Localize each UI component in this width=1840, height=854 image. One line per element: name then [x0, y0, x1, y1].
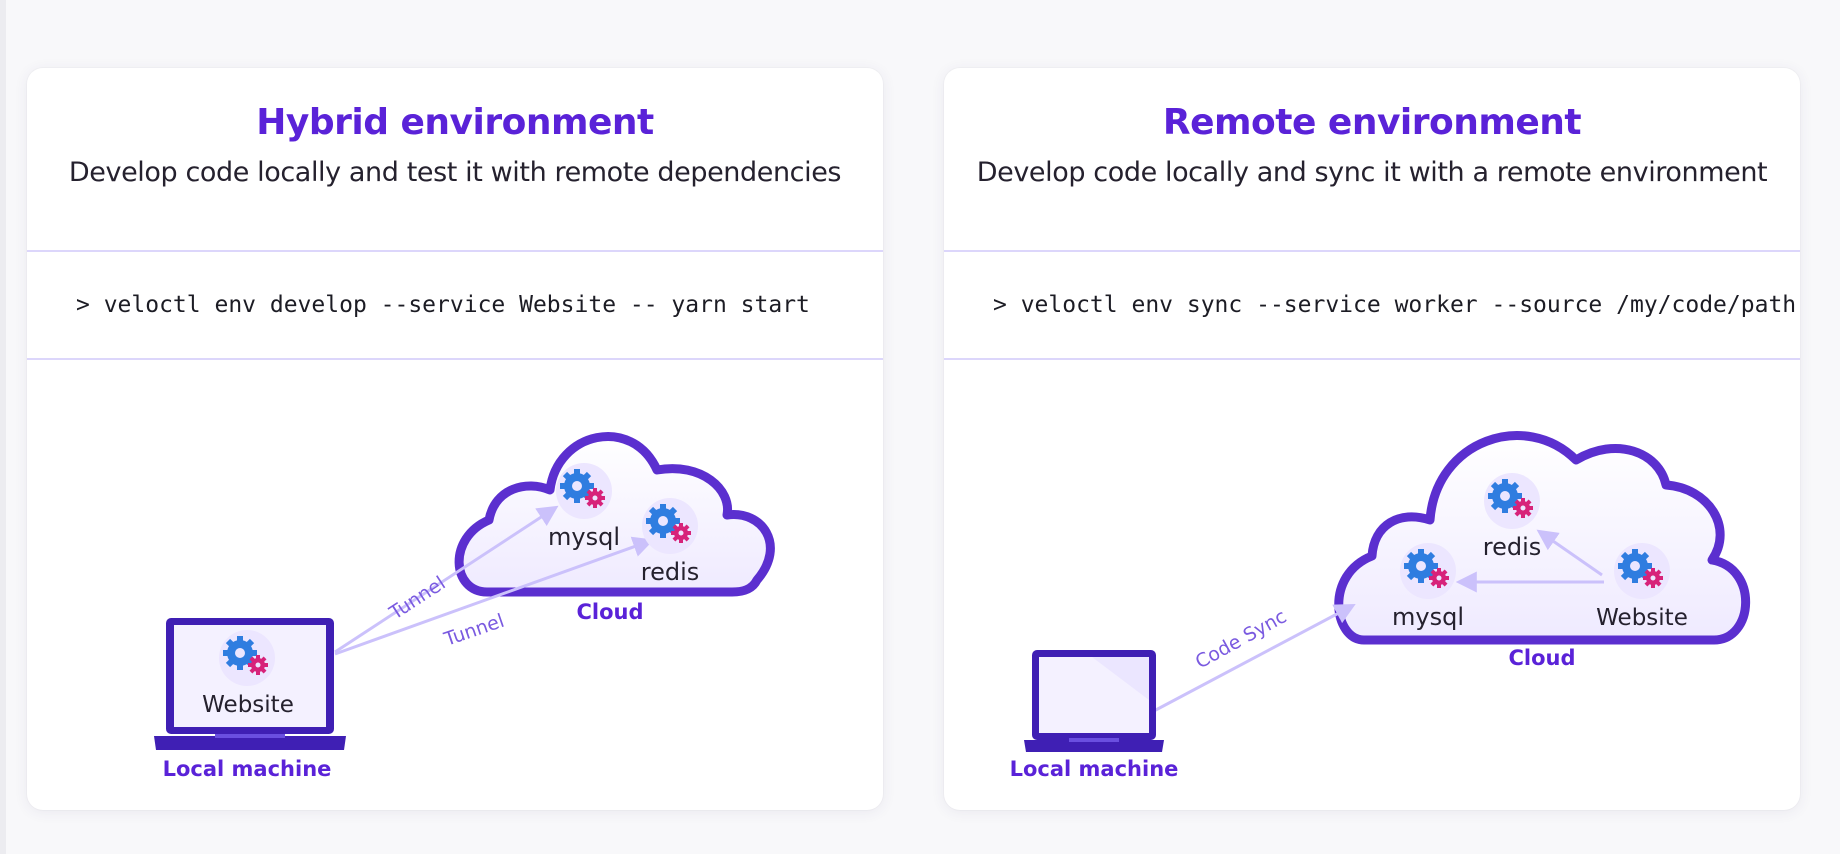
service-arrow: [1536, 529, 1603, 577]
tunnel-arrow: [334, 505, 559, 654]
hybrid-diagram-svg: mysql redis Cloud Tunnel Tunnel Website …: [154, 432, 775, 781]
divider: [27, 358, 883, 360]
code-sync-arrow: [1151, 604, 1356, 714]
card-subtitle: Develop code locally and sync it with a …: [976, 157, 1768, 188]
cloud-label: Cloud: [576, 600, 643, 624]
service-label-redis: redis: [1483, 533, 1542, 561]
remote-environment-card: Remote environment Develop code locally …: [944, 68, 1800, 810]
divider: [944, 358, 1800, 360]
card-title: Hybrid environment: [256, 102, 654, 143]
cloud-shape: [454, 432, 775, 597]
website-gear-icon: [1614, 543, 1670, 599]
left-edge-strip: [0, 0, 6, 854]
service-label-website: Website: [202, 692, 294, 718]
remote-diagram: Code Sync redis mysql Website Cloud Loca…: [944, 360, 1800, 810]
cloud-label: Cloud: [1508, 646, 1575, 670]
tunnel-arrow: [334, 536, 654, 656]
hybrid-environment-card: Hybrid environment Develop code locally …: [27, 68, 883, 810]
command-line: > veloctl env develop --service Website …: [76, 292, 810, 318]
local-machine-label: Local machine: [163, 757, 332, 781]
redis-gear-icon: [1484, 473, 1540, 529]
mysql-gear-icon: [556, 463, 612, 519]
service-label-mysql: mysql: [1392, 603, 1464, 631]
service-label-mysql: mysql: [548, 523, 620, 551]
hybrid-diagram: mysql redis Cloud Tunnel Tunnel Website …: [27, 360, 883, 810]
local-machine-label: Local machine: [1010, 757, 1179, 781]
card-header: Hybrid environment Develop code locally …: [27, 68, 883, 250]
service-label-redis: redis: [641, 558, 700, 586]
command-line: > veloctl env sync --service worker --so…: [993, 292, 1797, 318]
remote-diagram-svg: Code Sync redis mysql Website Cloud Loca…: [1010, 431, 1751, 781]
card-subtitle: Develop code locally and test it with re…: [68, 157, 842, 188]
laptop-icon: [1024, 650, 1164, 752]
divider: [944, 250, 1800, 252]
redis-gear-icon: [642, 498, 698, 554]
tunnel-label: Tunnel: [441, 610, 508, 651]
card-title: Remote environment: [1162, 102, 1582, 143]
mysql-gear-icon: [1400, 543, 1456, 599]
card-header: Remote environment Develop code locally …: [944, 68, 1800, 250]
service-label-website: Website: [1596, 605, 1688, 631]
website-gear-icon: [219, 630, 275, 686]
divider: [27, 250, 883, 252]
